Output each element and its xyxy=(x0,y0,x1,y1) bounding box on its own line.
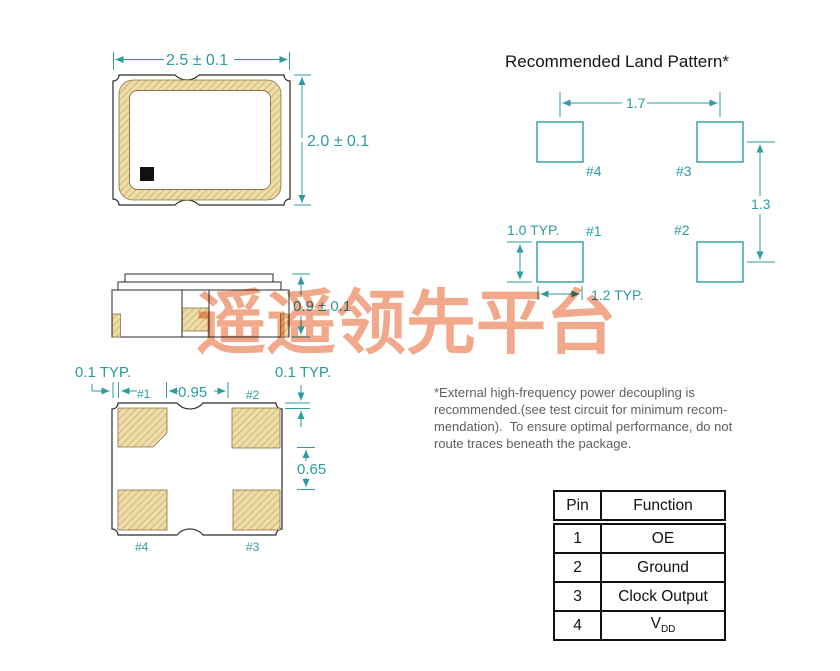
dim-top-height-label: 2.0 ± 0.1 xyxy=(307,133,369,150)
land-pad-1 xyxy=(536,241,584,283)
top-view-height-dimension: 2.0 ± 0.1 xyxy=(294,74,369,206)
decoupling-note: *External high-frequency power decouplin… xyxy=(434,385,733,451)
land-pad-3 xyxy=(696,121,744,163)
side-pad-right xyxy=(280,313,289,338)
pin1-marker xyxy=(140,167,154,181)
dim-pitch-x-label: 1.7 xyxy=(626,95,646,111)
vdd-subscript: DD xyxy=(660,624,676,636)
side-view-height-dimension: 0.9 ± 0.1 xyxy=(292,273,351,338)
bottom-pad4-label: #4 xyxy=(135,540,149,554)
bottom-pad-4 xyxy=(117,489,168,531)
land-pad-4 xyxy=(536,121,584,163)
side-castellation xyxy=(182,307,209,332)
land-pattern: #4 #3 #1 #2 xyxy=(536,121,744,283)
bottom-pad-1 xyxy=(117,407,168,448)
land-pad4-label: #4 xyxy=(586,163,602,179)
bottom-pad-3 xyxy=(232,489,281,531)
package-bottom-view: #1 #2 #4 #3 xyxy=(111,387,283,554)
bottom-pad3-label: #3 xyxy=(246,540,260,554)
pin-function: VDD xyxy=(600,610,726,641)
table-header-row: Pin Function xyxy=(553,490,726,525)
lid-band xyxy=(117,281,282,291)
table-row: 1 OE xyxy=(553,521,726,554)
bottom-pad-2 xyxy=(231,407,281,449)
dim-top-width-label: 2.5 ± 0.1 xyxy=(166,52,228,69)
bottom-view-row-gap-dimension: 0.65 xyxy=(297,447,326,490)
table-row: 4 VDD xyxy=(553,610,726,641)
pin-function: Clock Output xyxy=(600,581,726,612)
pin-number: 4 xyxy=(553,610,602,641)
side-pad-left xyxy=(112,313,121,338)
vdd-base: V xyxy=(650,615,661,633)
package-side-view xyxy=(111,273,290,338)
seal-ring-inner xyxy=(129,90,271,190)
pin-number: 1 xyxy=(553,521,602,554)
land-pattern-pitch-y-dimension: 1.3 xyxy=(747,141,775,263)
pin-column-header: Pin xyxy=(553,490,602,525)
table-row: 3 Clock Output xyxy=(553,581,726,612)
land-pad-2 xyxy=(696,241,744,283)
dim-side-height-label: 0.9 ± 0.1 xyxy=(293,298,351,315)
bottom-view-top-gap-dimension: 0.1 TYP. xyxy=(275,364,331,427)
function-column-header: Function xyxy=(600,490,726,525)
package-top-view xyxy=(112,74,291,206)
dim-pad-width-label: 1.2 TYP. xyxy=(591,287,643,303)
dim-pitch-y-label: 1.3 xyxy=(751,196,771,212)
top-view-width-dimension: 2.5 ± 0.1 xyxy=(113,52,290,70)
land-pattern-pad-height-dimension: 1.0 TYP. xyxy=(507,222,559,283)
bottom-view-left-gap-dimension: 0.1 TYP. xyxy=(75,364,137,398)
dim-left-gap-label: 0.1 TYP. xyxy=(75,364,131,381)
dim-pad-gap-label: 0.95 xyxy=(178,384,207,401)
pin-function: OE xyxy=(600,521,726,554)
land-pattern-pad-width-dimension: 1.2 TYP. xyxy=(537,286,643,303)
dim-row-gap-label: 0.65 xyxy=(297,461,326,478)
pin-number: 3 xyxy=(553,581,602,612)
land-pad3-label: #3 xyxy=(676,163,692,179)
bottom-view-pad-gap-dimension: 0.95 xyxy=(166,382,229,401)
pin-function: Ground xyxy=(600,552,726,583)
bottom-pad1-label: #1 xyxy=(137,387,151,401)
land-pad2-label: #2 xyxy=(674,222,690,238)
land-pattern-pitch-x-dimension: 1.7 xyxy=(559,92,721,117)
pin-number: 2 xyxy=(553,552,602,583)
dim-pad-height-label: 1.0 TYP. xyxy=(507,222,559,238)
dim-top-gap-label: 0.1 TYP. xyxy=(275,364,331,381)
table-row: 2 Ground xyxy=(553,552,726,583)
lid xyxy=(124,273,274,283)
pin-function-table: Pin Function 1 OE 2 Ground 3 Clock Outpu… xyxy=(553,490,726,641)
land-pattern-title: Recommended Land Pattern* xyxy=(505,52,729,71)
land-pad1-label: #1 xyxy=(586,223,602,239)
bottom-pad2-label: #2 xyxy=(246,388,260,402)
